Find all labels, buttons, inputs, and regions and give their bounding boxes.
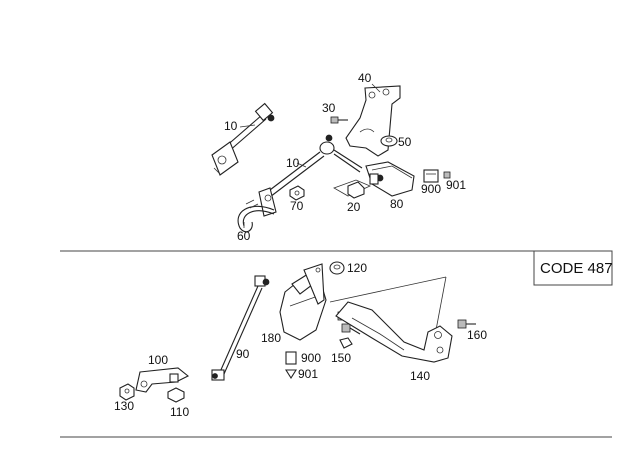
callout-140: 140 bbox=[410, 369, 430, 383]
callout-50: 50 bbox=[398, 135, 412, 149]
part-160-bolt bbox=[457, 319, 476, 329]
callout-30: 30 bbox=[322, 101, 336, 115]
part-100-lower-bracket bbox=[135, 367, 190, 393]
callout-180: 180 bbox=[261, 331, 281, 345]
part-50-nut bbox=[380, 135, 398, 147]
callout-901-bottom: 901 bbox=[298, 367, 318, 381]
callout-900-bottom: 900 bbox=[301, 351, 321, 365]
callout-80: 80 bbox=[390, 197, 404, 211]
callout-110: 110 bbox=[170, 405, 189, 419]
callout-130: 130 bbox=[114, 399, 134, 413]
callout-901-top: 901 bbox=[446, 178, 466, 192]
callout-150: 150 bbox=[331, 351, 351, 365]
part-180-sensor bbox=[279, 263, 327, 341]
part-901-pin-top bbox=[443, 171, 451, 179]
code-box-label: CODE 487 bbox=[540, 260, 613, 277]
part-90-linkage bbox=[211, 275, 270, 381]
callout-90: 90 bbox=[236, 347, 250, 361]
part-70-nut bbox=[289, 185, 305, 201]
leader-10-lower bbox=[296, 162, 307, 168]
callout-900-top: 900 bbox=[421, 182, 441, 196]
callout-10-lower: 10 bbox=[286, 156, 300, 170]
guide-line-2 bbox=[435, 276, 447, 331]
part-20-mount bbox=[333, 179, 371, 199]
callout-160: 160 bbox=[467, 328, 487, 342]
part-900-connector-bottom bbox=[285, 351, 297, 365]
callout-60: 60 bbox=[237, 229, 251, 243]
part-10-upper-linkage bbox=[211, 102, 275, 176]
callout-70: 70 bbox=[290, 199, 304, 213]
callout-20: 20 bbox=[347, 200, 361, 214]
part-80-sensor bbox=[365, 161, 415, 197]
code-box: CODE 487 bbox=[533, 250, 613, 286]
callout-120: 120 bbox=[347, 261, 367, 275]
part-110-nut bbox=[167, 387, 185, 403]
callout-40: 40 bbox=[358, 71, 372, 85]
leader-40 bbox=[371, 83, 381, 93]
callout-10-upper: 10 bbox=[224, 119, 238, 133]
callout-100: 100 bbox=[148, 353, 168, 367]
guide-line-1 bbox=[329, 276, 447, 303]
part-901-pin-bottom bbox=[285, 369, 297, 380]
leader-10-upper bbox=[239, 124, 256, 128]
part-130-nut bbox=[119, 383, 135, 401]
part-120-nut bbox=[329, 261, 345, 275]
part-30-screw bbox=[330, 116, 348, 124]
part-140-bracket bbox=[335, 301, 453, 363]
part-900-connector-top bbox=[423, 169, 439, 183]
part-60-clip bbox=[237, 199, 275, 233]
